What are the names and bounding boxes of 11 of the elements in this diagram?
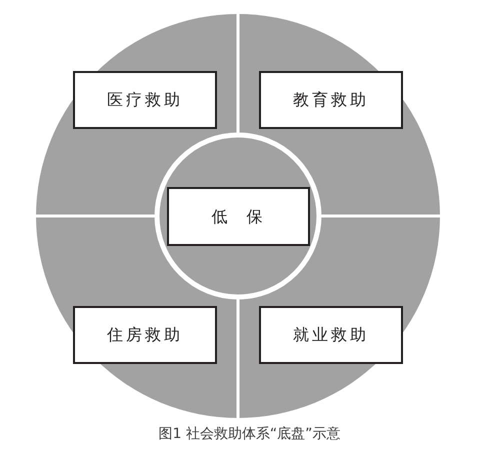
label-box	[73, 71, 217, 129]
label-box	[167, 187, 310, 246]
label-box	[259, 71, 403, 129]
box-label: 就业救助	[293, 325, 369, 345]
box-label: 医疗救助	[107, 90, 183, 110]
figure-caption: 图1 社会救助体系“底盘”示意	[158, 426, 340, 442]
label-box	[73, 306, 217, 364]
box-label: 低 保	[211, 206, 266, 226]
box-label: 住房救助	[107, 325, 183, 345]
box-label: 教育救助	[293, 90, 369, 110]
label-box	[259, 306, 403, 364]
